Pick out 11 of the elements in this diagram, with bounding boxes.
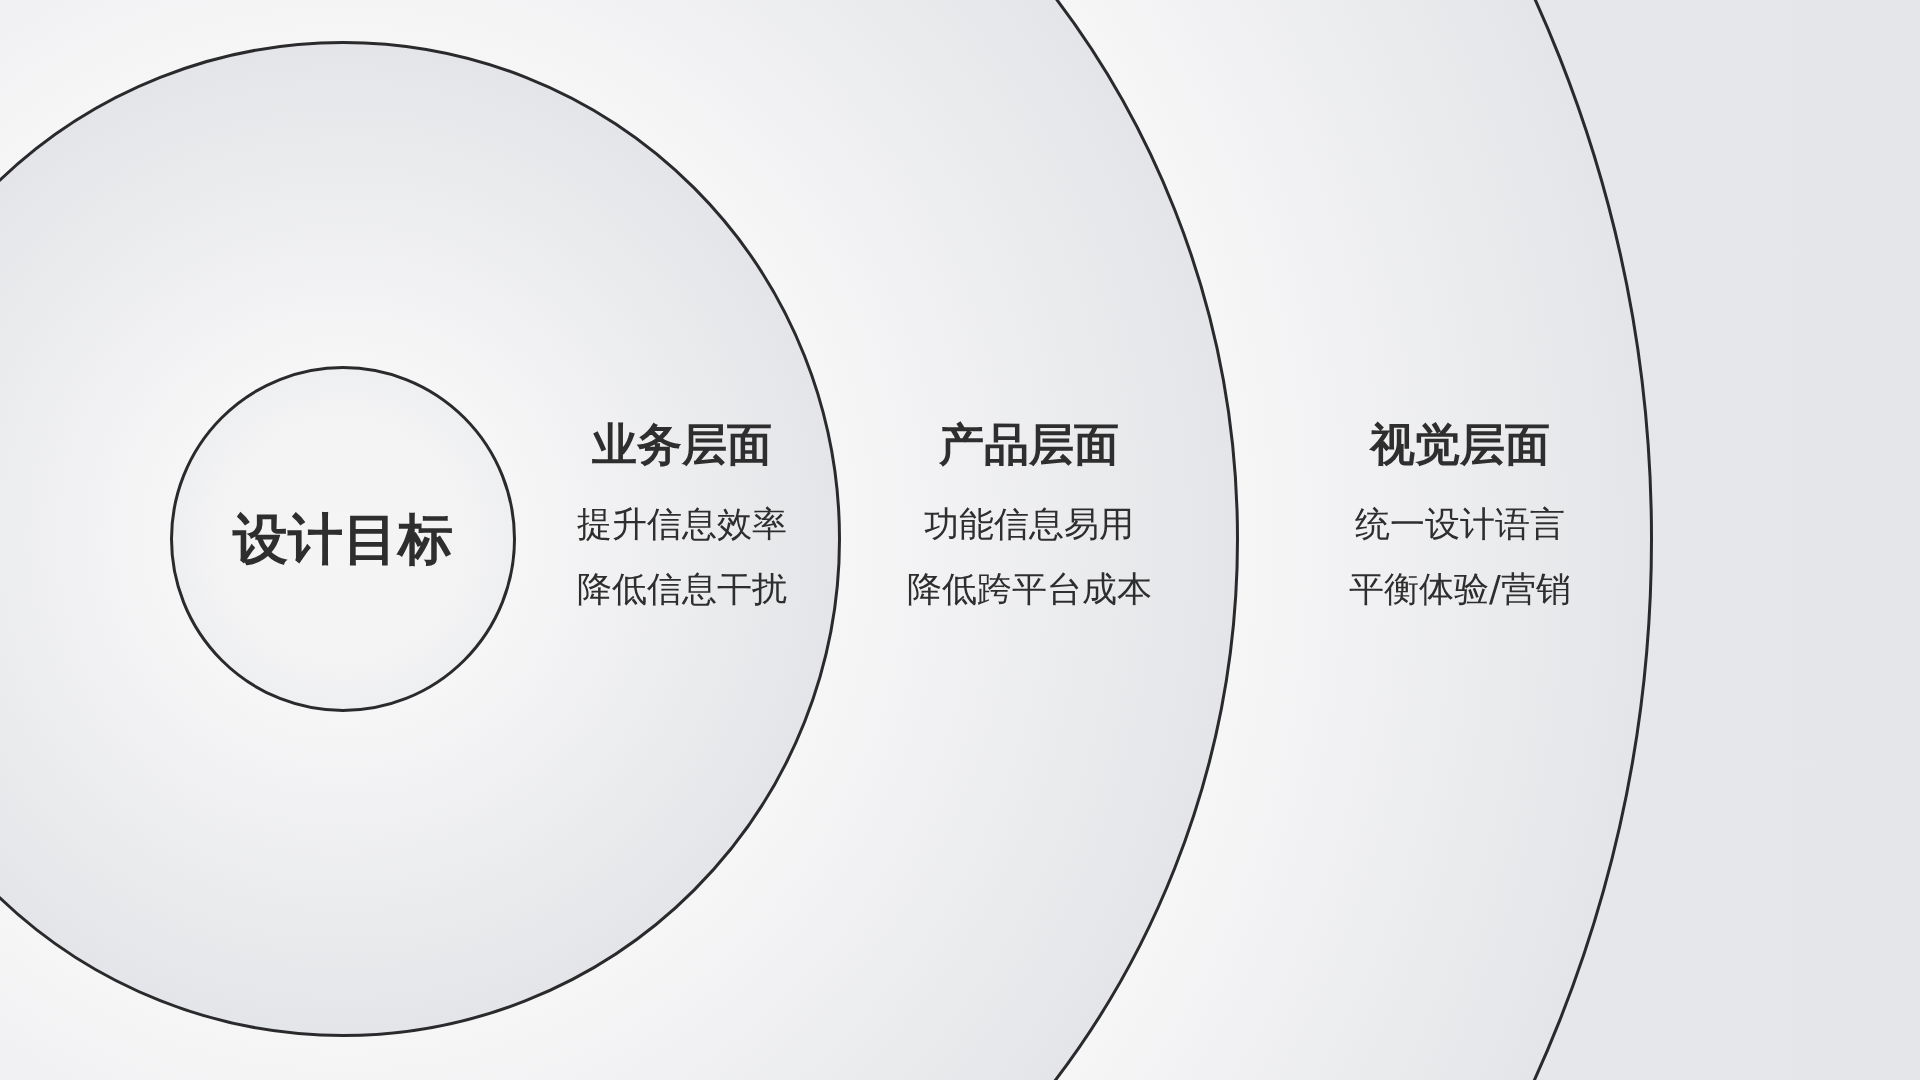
goal-title: 设计目标 xyxy=(233,506,453,572)
layer-heading: 业务层面 xyxy=(592,418,772,472)
goal-text: 提升信息效率 xyxy=(577,503,787,545)
goal-text: 降低跨平台成本 xyxy=(906,568,1152,610)
layer-heading: 产品层面 xyxy=(939,418,1119,472)
layer-heading: 视觉层面 xyxy=(1370,418,1550,472)
goal-text: 降低信息干扰 xyxy=(577,568,787,610)
center-circle xyxy=(170,366,516,712)
goal-text: 平衡体验/营销 xyxy=(1349,568,1571,610)
goal-text: 功能信息易用 xyxy=(924,503,1134,545)
goal-text: 统一设计语言 xyxy=(1355,503,1565,545)
